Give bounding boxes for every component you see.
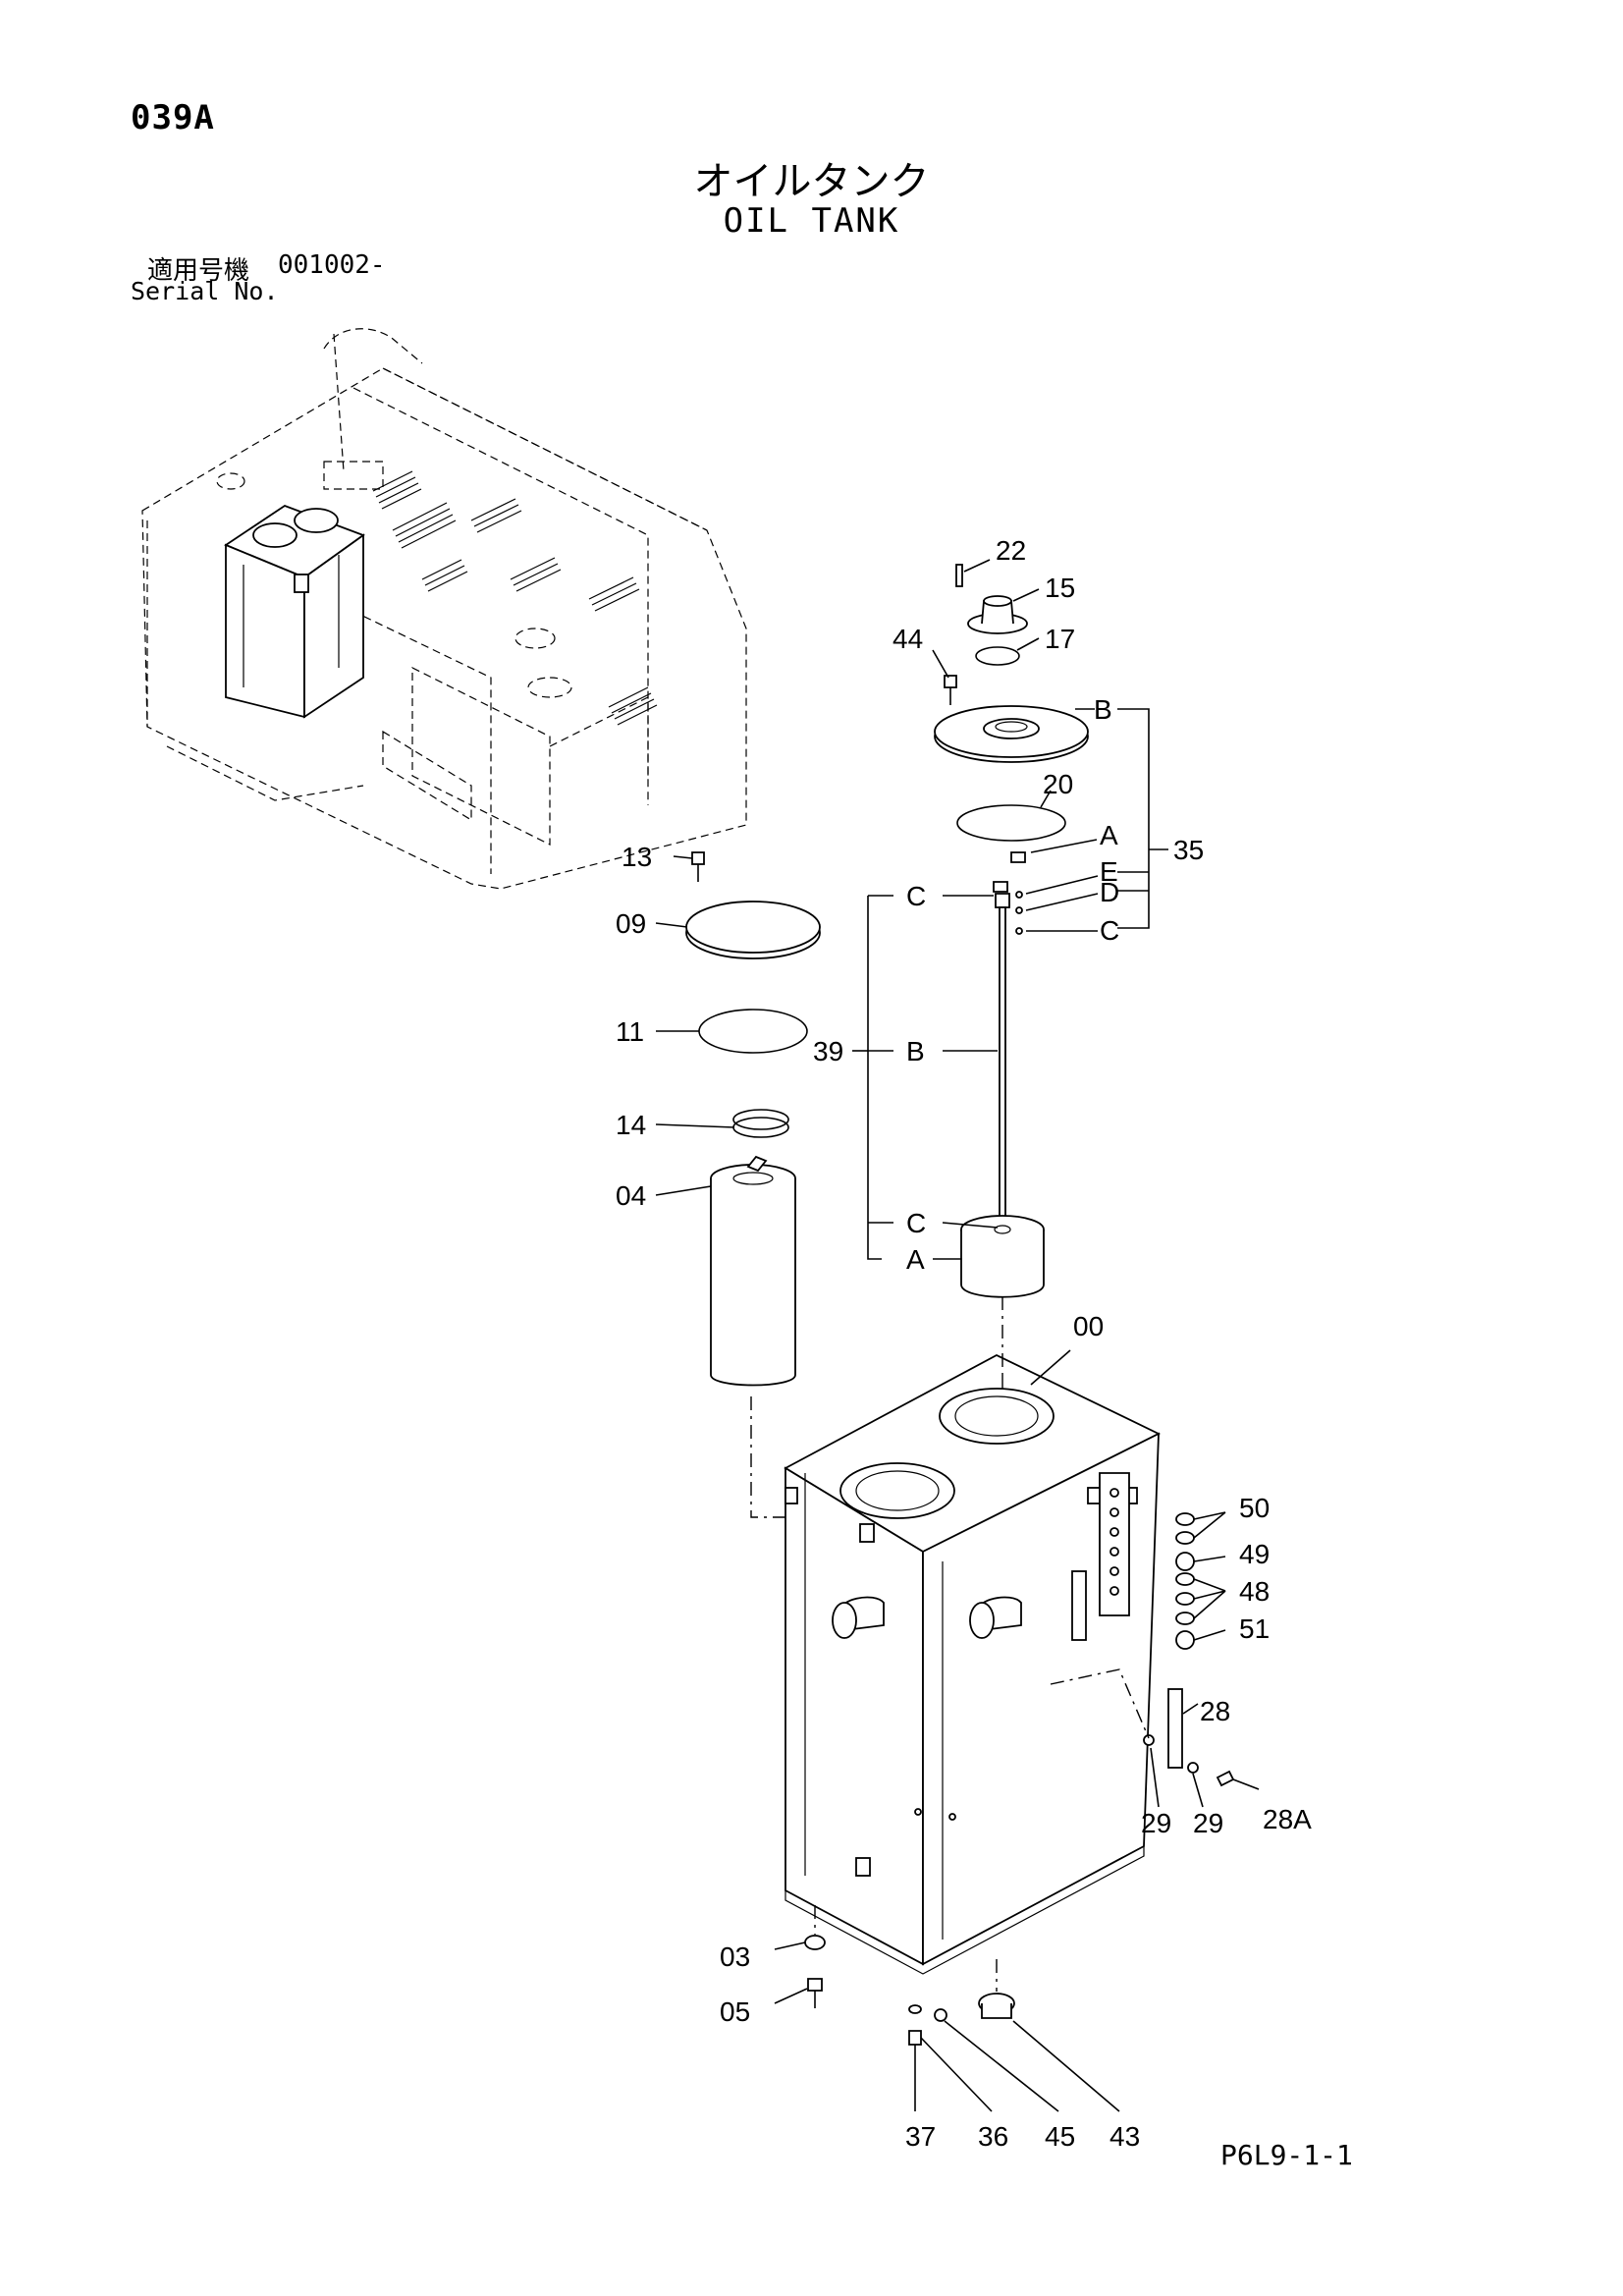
leader-lines — [655, 559, 1204, 1808]
callout-22: 22 — [996, 535, 1026, 566]
callout-49: 49 — [1239, 1539, 1270, 1569]
callout-29-right: 29 — [1193, 1808, 1223, 1838]
document-reference: P6L9-1-1 — [1220, 2139, 1353, 2171]
drain-fittings — [750, 1296, 1120, 2112]
callout-35: 35 — [1173, 835, 1204, 865]
callout-51: 51 — [1239, 1613, 1270, 1644]
callout-20: 20 — [1043, 769, 1073, 799]
callout-14: 14 — [616, 1110, 646, 1140]
page-code: 039A — [131, 98, 215, 137]
asm35-label-D: D — [1100, 877, 1119, 907]
breather-assembly — [934, 564, 1168, 935]
serial-label-en: Serial No. — [131, 277, 279, 305]
asm39-label-A: A — [906, 1244, 925, 1275]
callout-03: 03 — [720, 1941, 750, 1972]
callout-05: 05 — [720, 1996, 750, 2027]
machine-overview-illustration — [141, 328, 747, 890]
callout-50: 50 — [1239, 1493, 1270, 1523]
callout-36: 36 — [978, 2121, 1008, 2152]
callout-37: 37 — [905, 2121, 936, 2152]
callout-29-left: 29 — [1141, 1808, 1171, 1838]
side-fittings — [1050, 1511, 1260, 1790]
callout-45: 45 — [1045, 2121, 1075, 2152]
callout-39: 39 — [813, 1036, 843, 1066]
oil-tank-body — [784, 1353, 1162, 1975]
asm39-label-C-bottom: C — [906, 1208, 926, 1238]
callout-11: 11 — [616, 1016, 644, 1047]
asm35-label-C: C — [1100, 915, 1119, 946]
callout-04: 04 — [616, 1180, 646, 1211]
asm35-label-A: A — [1100, 820, 1118, 850]
callout-48: 48 — [1239, 1576, 1270, 1607]
page-title-en: OIL TANK — [723, 201, 900, 241]
page-title-jp: オイルタンク — [693, 159, 930, 204]
callout-43: 43 — [1109, 2121, 1140, 2152]
callout-labels: 22 15 44 17 B 20 A E D C 35 13 09 11 14 … — [616, 535, 1312, 2152]
callout-13: 13 — [622, 842, 652, 872]
serial-value: 001002- — [278, 250, 386, 280]
filter-assembly — [685, 851, 821, 1387]
callout-17: 17 — [1045, 624, 1075, 654]
callout-15: 15 — [1045, 573, 1075, 603]
asm39-label-C-top: C — [906, 881, 926, 911]
asm35-label-E: E — [1100, 856, 1118, 887]
asm39-label-B: B — [906, 1036, 925, 1066]
asm35-label-B: B — [1094, 694, 1112, 725]
callout-28A: 28A — [1263, 1804, 1312, 1834]
callout-44: 44 — [893, 624, 923, 654]
callout-28: 28 — [1200, 1696, 1230, 1726]
serial-label-jp: 適用号機 — [147, 256, 250, 286]
callout-09: 09 — [616, 908, 646, 939]
level-gauge-assembly — [852, 893, 1045, 1298]
callout-00: 00 — [1073, 1311, 1104, 1341]
